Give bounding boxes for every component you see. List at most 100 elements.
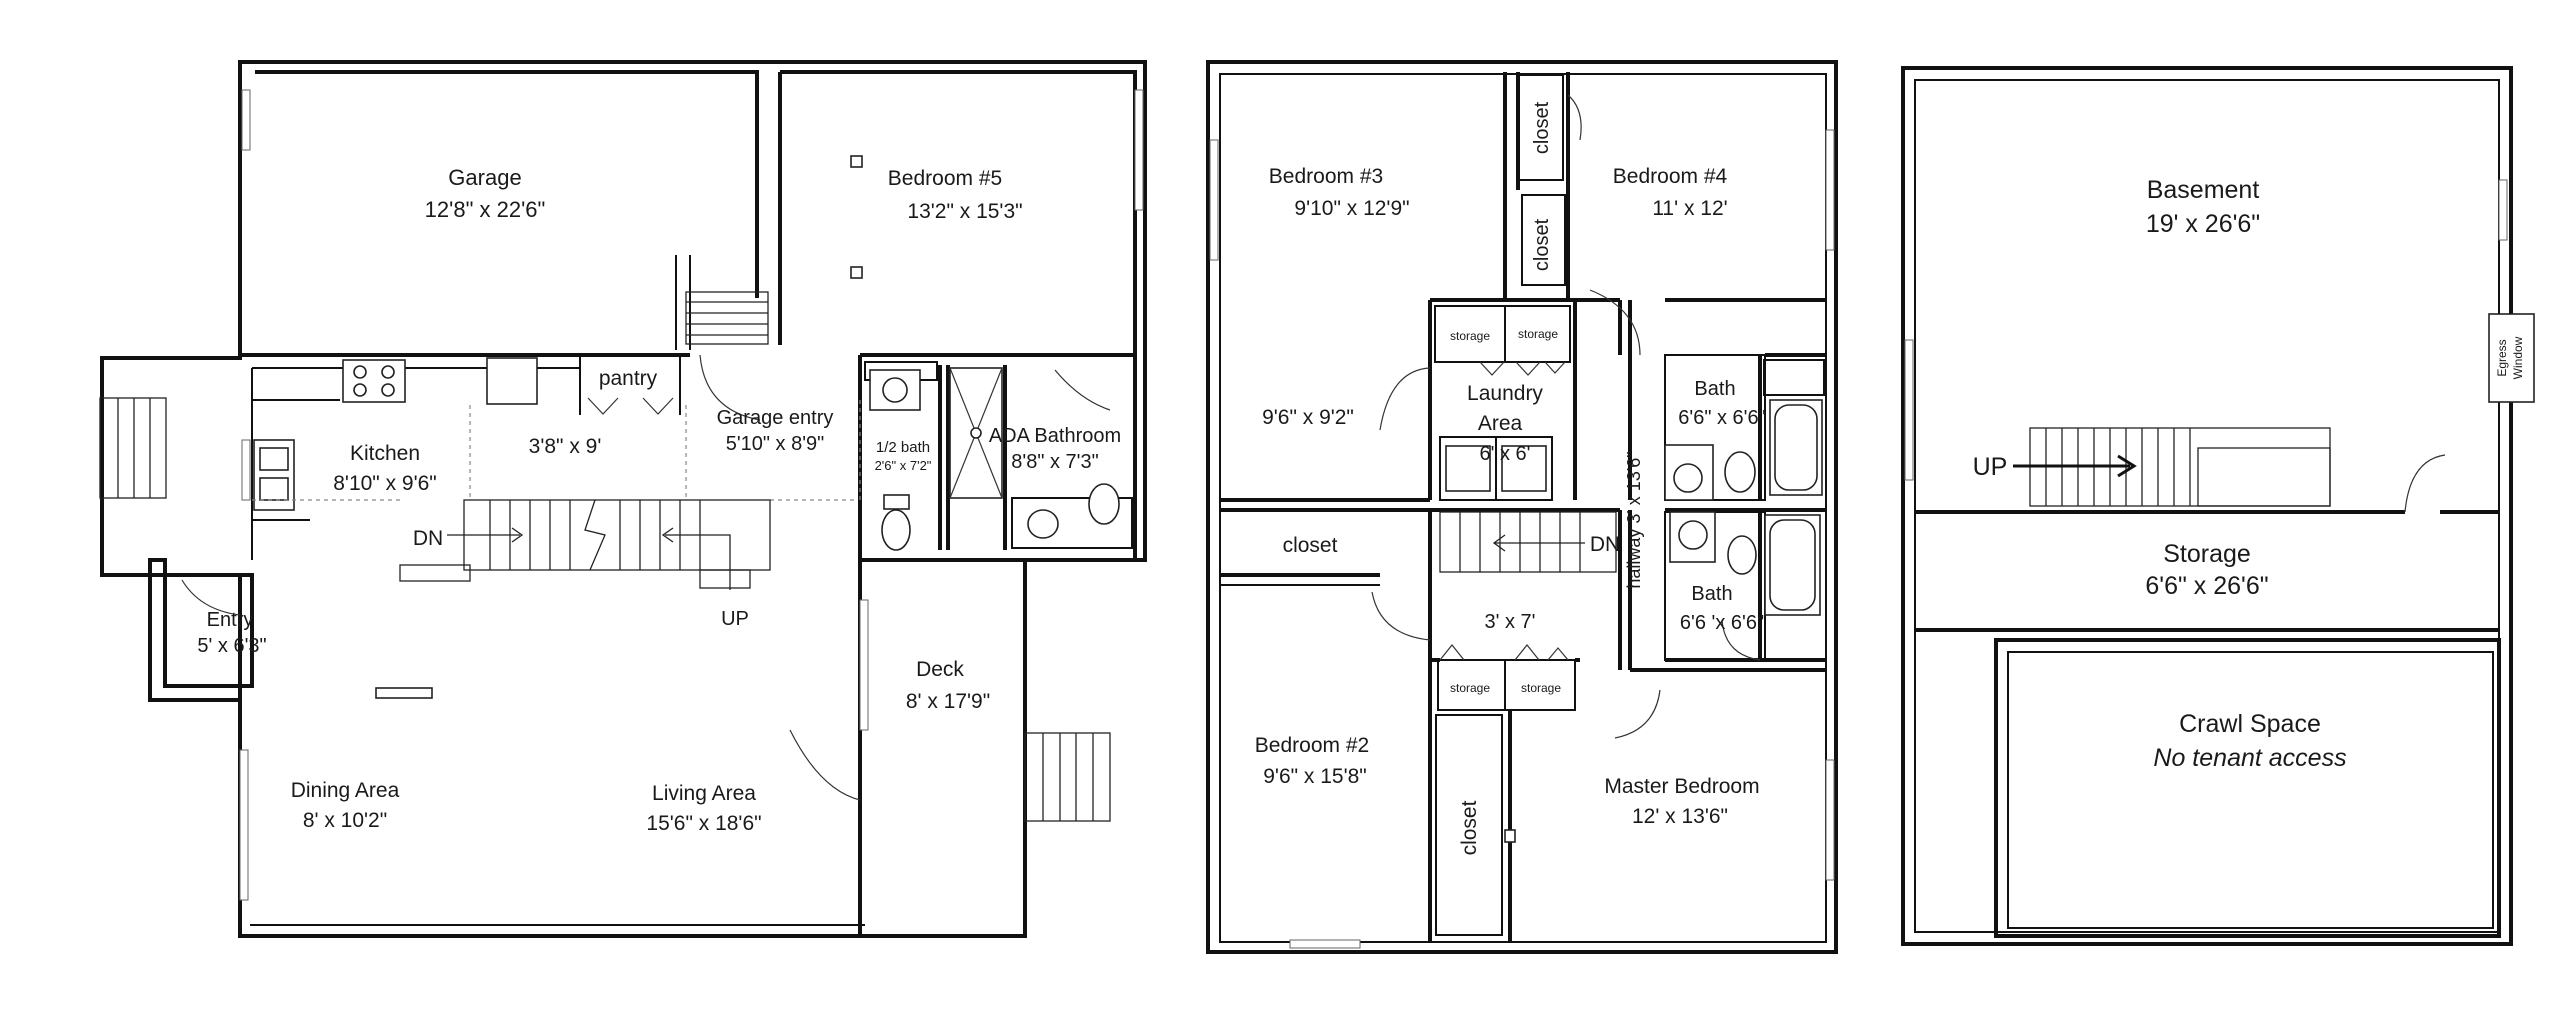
laundry-label: Laundry: [1467, 382, 1543, 405]
upper-floor-exterior-wall: [1206, 60, 1838, 954]
master-door: [1614, 689, 1661, 739]
landing-size: 3' x 7': [1485, 611, 1536, 633]
bathtub-basin-icon: [1769, 519, 1816, 611]
upper-staircase: [1439, 511, 1617, 573]
living-size: 15'6" x 18'6": [646, 812, 761, 835]
shower-drain-icon: [970, 427, 982, 439]
garage-label: Garage: [448, 165, 521, 190]
closet-label: closet: [1283, 534, 1338, 557]
stairs-down-label: DN: [413, 527, 443, 550]
egress-window-icon: [2488, 313, 2535, 403]
bath-door: [1721, 619, 1761, 661]
kitchen-sink-basin-icon: [259, 477, 289, 501]
bedroom5-fixture: [850, 155, 863, 168]
deck-steps: [1024, 732, 1111, 822]
dining-label: Dining Area: [291, 779, 400, 802]
crawl-space-label: Crawl Space: [2179, 710, 2321, 738]
kitchen-label: Kitchen: [350, 442, 420, 465]
closet-door-handle: [1504, 829, 1516, 843]
egress-label-1: Egress: [2495, 339, 2509, 376]
storage-label: storage: [1518, 327, 1558, 341]
basement-window: [2498, 179, 2508, 241]
bedroom3-label: Bedroom #3: [1269, 165, 1383, 188]
master-window: [1825, 759, 1835, 881]
bedroom5-label: Bedroom #5: [888, 167, 1002, 190]
closet-top-b: [1521, 194, 1566, 286]
bath-linen: [1763, 359, 1825, 396]
kitchen-counter: [251, 367, 580, 560]
stairs-down-label: DN: [1590, 533, 1620, 556]
storage-label: Storage: [2163, 540, 2251, 568]
garage-window: [241, 89, 251, 151]
closet-label: closet: [1531, 218, 1553, 271]
hallway-label: hallway 3' x 13'6": [1624, 451, 1644, 588]
sink-icon: [1673, 463, 1703, 493]
closet-label: closet: [1458, 800, 1481, 855]
bedroom5-window: [1134, 89, 1144, 211]
bathtub-basin-icon: [1774, 404, 1818, 491]
pantry-wall: [579, 355, 681, 415]
stairs-up-label: UP: [1973, 453, 2008, 481]
pantry-door: [587, 397, 674, 415]
living-window: [859, 599, 869, 731]
storage-door: [2404, 454, 2446, 513]
basement-storage-wall: [1915, 510, 2499, 632]
stove-icon: [342, 359, 406, 403]
crawl-space-note: No tenant access: [2153, 744, 2346, 772]
bedroom2-label: Bedroom #2: [1255, 734, 1369, 757]
storage-wall: [1434, 305, 1571, 363]
washer-icon: [1445, 445, 1491, 492]
master-bedroom-label: Master Bedroom: [1604, 775, 1759, 798]
basement-window: [1904, 339, 1914, 481]
pantry-label: pantry: [599, 367, 658, 390]
toilet-icon: [1724, 451, 1756, 493]
bedroom3-window: [1209, 139, 1219, 261]
refrigerator-icon: [486, 357, 538, 405]
storage-lower-wall: [1437, 659, 1576, 711]
kitchen-window: [241, 439, 251, 501]
closet-door: [1567, 94, 1582, 141]
living-label: Living Area: [652, 782, 756, 805]
storage-size: 6'6" x 26'6": [2145, 572, 2268, 600]
laundry-size: 6' x 6': [1480, 443, 1531, 465]
garage-entry-stair: [685, 291, 769, 345]
ada-bath-door: [1054, 369, 1111, 411]
bedroom3-sub-size: 9'6" x 9'2": [1262, 406, 1354, 429]
basement-size: 19' x 26'6": [2146, 210, 2260, 238]
storage-door: [1479, 361, 1566, 376]
bedroom2-window: [1289, 939, 1361, 949]
bedroom5-size: 13'2" x 15'3": [907, 200, 1022, 223]
sink-icon: [1027, 509, 1059, 539]
storage-label: storage: [1450, 329, 1490, 343]
bedroom2-size: 9'6" x 15'8": [1263, 765, 1367, 788]
half-bath-label: 1/2 bath: [876, 439, 930, 456]
sink-icon: [1678, 520, 1708, 550]
basement-exterior-wall: [1901, 66, 2513, 946]
bedroom4-window: [1825, 129, 1835, 251]
stove-burner-icon: [381, 383, 395, 397]
storage-label: storage: [1450, 681, 1490, 695]
basement-label: Basement: [2147, 176, 2260, 204]
kitchen-size: 8'10" x 9'6": [333, 472, 437, 495]
closet-label: closet: [1531, 101, 1553, 154]
upper-bath-label: Bath: [1694, 378, 1735, 400]
master-bedroom-size: 12' x 13'6": [1632, 805, 1728, 828]
dining-window: [239, 749, 249, 901]
garage-entry-door: [699, 354, 761, 421]
hall-size: 3'8" x 9': [529, 435, 602, 458]
lower-bath-label: Bath: [1691, 583, 1732, 605]
entry-size: 5' x 6'3": [197, 635, 266, 657]
closet-master: [1435, 714, 1503, 936]
deck-door: [789, 729, 861, 801]
crawl-space-inner-wall: [2007, 651, 2494, 929]
deck-label: Deck: [916, 658, 964, 681]
ada-counter: [1011, 497, 1133, 549]
stove-burner-icon: [381, 365, 395, 379]
entry-steps: [99, 397, 167, 499]
deck-size: 8' x 17'9": [906, 690, 990, 713]
basement-inner-wall: [1914, 79, 2500, 933]
dining-size: 8' x 10'2": [303, 809, 387, 832]
storage-lower-door: [1439, 644, 1569, 661]
bedroom4-door: [1589, 289, 1641, 356]
